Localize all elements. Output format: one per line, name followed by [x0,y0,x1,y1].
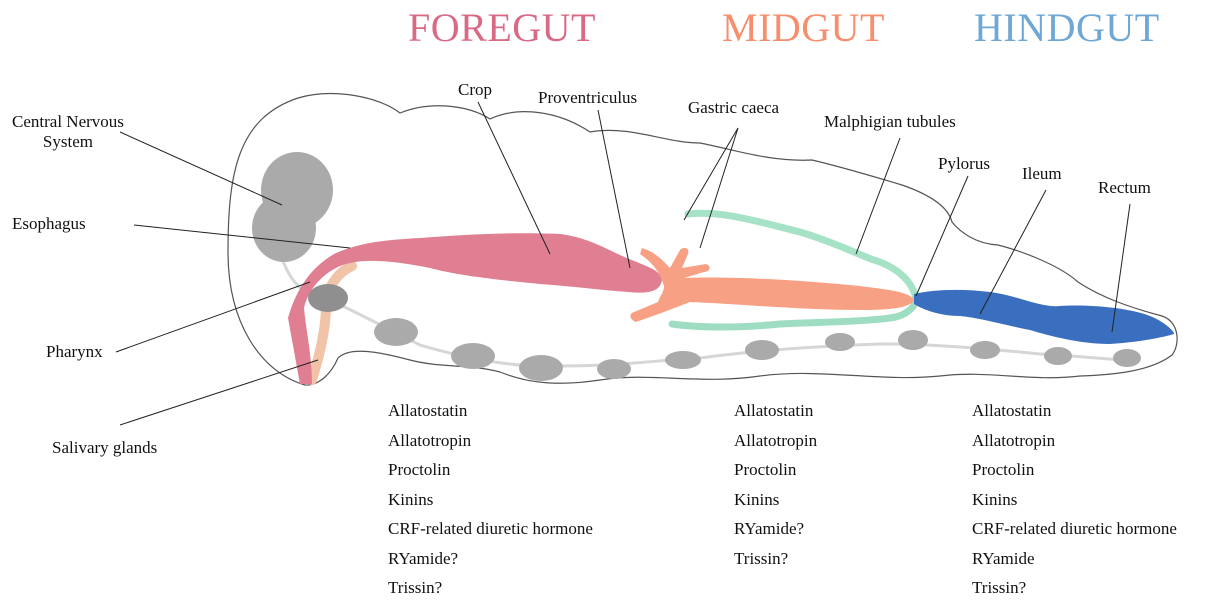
salivary-gland-shape [312,266,352,380]
thoracic-ganglion-2 [451,343,495,369]
hindgut-hormone: Trissin? [972,573,1177,603]
abdominal-ganglion-6 [970,341,1000,359]
leader-esophagus [134,225,350,248]
leader-gastric-2 [700,128,738,248]
thoracic-ganglion-3 [519,355,563,381]
midgut-hormone-list: Allatostatin Allatotropin Proctolin Kini… [734,396,817,573]
hindgut-hormone: Proctolin [972,455,1177,485]
label-cns-line2: System [12,132,124,152]
leader-cns [120,132,282,205]
leader-malphigian [856,138,900,254]
subesophageal-ganglion [308,284,348,312]
label-pharynx: Pharynx [46,342,103,362]
hindgut-hormone-list: Allatostatin Allatotropin Proctolin Kini… [972,396,1177,603]
label-cns: Central Nervous System [12,112,124,152]
label-malphigian-tubules: Malphigian tubules [824,112,956,132]
hindgut-hormone: RYamide [972,544,1177,574]
label-pylorus: Pylorus [938,154,990,174]
hindgut-hormone: CRF-related diuretic hormone [972,514,1177,544]
midgut-title: MIDGUT [722,4,885,51]
foregut-hormone: Allatostatin [388,396,593,426]
midgut-hormone: Trissin? [734,544,817,574]
midgut-hormone: Proctolin [734,455,817,485]
leader-salivary [120,360,318,425]
foregut-hormone: Allatotropin [388,426,593,456]
abdominal-ganglion-4 [825,333,855,351]
label-gastric-caeca: Gastric caeca [688,98,779,118]
midgut-hormone: RYamide? [734,514,817,544]
leader-crop [478,102,550,254]
foregut-hormone: Trissin? [388,573,593,603]
label-proventriculus: Proventriculus [538,88,637,108]
midgut-hormone: Allatotropin [734,426,817,456]
foregut-hormone: RYamide? [388,544,593,574]
label-ileum: Ileum [1022,164,1062,184]
leader-ileum [980,190,1046,314]
leader-pharynx [116,282,310,352]
cns-brain-lower-lobe [252,194,316,262]
hindgut-hormone: Allatostatin [972,396,1177,426]
foregut-hormone: Proctolin [388,455,593,485]
abdominal-ganglion-1 [597,359,631,379]
foregut-hormone-list: Allatostatin Allatotropin Proctolin Kini… [388,396,593,603]
midgut-hormone: Kinins [734,485,817,515]
foregut-hormone: CRF-related diuretic hormone [388,514,593,544]
hindgut-title: HINDGUT [974,4,1160,51]
label-esophagus: Esophagus [12,214,86,234]
leader-gastric-1 [684,128,738,220]
foregut-hormone: Kinins [388,485,593,515]
foregut-title: FOREGUT [408,4,596,51]
label-cns-line1: Central Nervous [12,112,124,132]
abdominal-ganglion-7 [1044,347,1072,365]
hindgut-hormone: Kinins [972,485,1177,515]
abdominal-ganglion-8 [1113,349,1141,367]
label-rectum: Rectum [1098,178,1151,198]
hindgut-hormone: Allatotropin [972,426,1177,456]
label-crop: Crop [458,80,492,100]
abdominal-ganglion-2 [665,351,701,369]
abdominal-ganglion-5 [898,330,928,350]
label-salivary-glands: Salivary glands [52,438,157,458]
midgut-hormone: Allatostatin [734,396,817,426]
thoracic-ganglion-1 [374,318,418,346]
hindgut-shape [914,290,1174,344]
abdominal-ganglion-3 [745,340,779,360]
leader-proventriculus [598,110,630,268]
